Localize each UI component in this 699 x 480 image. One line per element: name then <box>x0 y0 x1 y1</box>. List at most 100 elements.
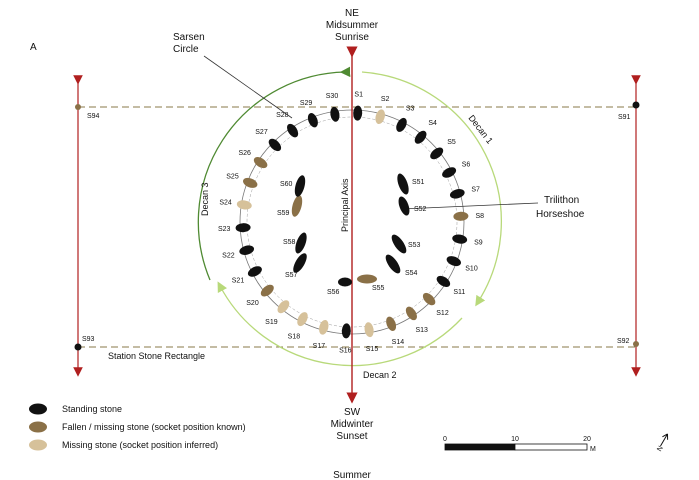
sarsen-stone-s22 <box>239 245 255 255</box>
sarsen-stone-label-s23: S23 <box>218 226 231 233</box>
station-stone-94 <box>75 104 81 110</box>
sarsen-labels: S1S2S3S4S5S6S7S8S9S10S11S12S13S14S15S16S… <box>218 92 484 355</box>
legend-swatch-fallen <box>29 421 47 433</box>
trilithon-stone-s59 <box>291 195 303 217</box>
sarsen-stone-label-s22: S22 <box>222 253 235 260</box>
sarsen-stone-s13 <box>405 306 417 321</box>
sarsen-stone-label-s13: S13 <box>415 327 428 334</box>
trilithon-label-s54: S54 <box>405 270 418 277</box>
sarsen-stone-s30 <box>330 106 340 122</box>
sarsen-stone-s28 <box>287 123 299 138</box>
sarsen-label-1: Sarsen <box>173 32 205 43</box>
trilithon-label-s56: S56 <box>327 289 340 296</box>
sarsen-stone-label-s24: S24 <box>219 200 232 207</box>
sarsen-stone-s17 <box>319 319 329 335</box>
legend-label-inferred: Missing stone (socket position inferred) <box>62 440 218 450</box>
sarsen-stone-label-s15: S15 <box>366 346 379 353</box>
sarsen-stone-s6 <box>442 167 457 178</box>
north-label-1: NE <box>345 8 359 19</box>
sarsen-stone-s7 <box>449 189 465 199</box>
station-stone-92 <box>633 341 639 347</box>
sarsen-stone-label-s2: S2 <box>381 96 390 103</box>
sarsen-stone-label-s25: S25 <box>226 174 239 181</box>
sarsen-stone-s4 <box>414 130 427 144</box>
trilithon-stone-s56 <box>338 277 352 287</box>
sarsen-stone-s11 <box>436 275 451 287</box>
trilithon-label-s58: S58 <box>283 239 296 246</box>
sarsen-stone-s27 <box>268 138 282 152</box>
sarsen-stone-s10 <box>446 256 461 267</box>
sarsen-stone-label-s29: S29 <box>300 100 313 107</box>
legend-label-standing: Standing stone <box>62 404 122 414</box>
sarsen-stone-label-s8: S8 <box>476 213 485 220</box>
station-label-92: S92 <box>617 338 630 345</box>
station-label-94: S94 <box>87 113 100 120</box>
trilithon-label-s55: S55 <box>372 285 385 292</box>
decan-2-arc <box>217 281 463 367</box>
sarsen-stone-s25 <box>243 177 258 188</box>
sarsen-stone-s19 <box>277 300 290 314</box>
sarsen-stone-s5 <box>430 147 444 160</box>
sarsen-stone-s26 <box>253 157 268 169</box>
sarsen-stone-label-s21: S21 <box>232 278 245 285</box>
sarsen-stone-s2 <box>375 109 385 125</box>
bottom-cut-text: Summer <box>333 470 371 480</box>
trilithon-label-1: Trilithon <box>544 195 579 206</box>
legend-swatch-standing <box>29 403 47 415</box>
station-label-93: S93 <box>82 336 95 343</box>
south-label-1: SW <box>344 407 361 418</box>
trilithon-stone-s57 <box>293 253 307 273</box>
trilithon-stone-s55 <box>357 274 377 284</box>
scale-unit: M <box>590 446 596 453</box>
trilithon-stone-s52 <box>398 196 410 216</box>
sarsen-stone-label-s4: S4 <box>428 120 437 127</box>
north-label-3: Sunrise <box>335 32 369 43</box>
sarsen-stone-label-s30: S30 <box>326 93 339 100</box>
sarsen-stone-label-s20: S20 <box>246 300 259 307</box>
decan-2-label: Decan 2 <box>363 370 397 380</box>
sarsen-stone-s15 <box>364 322 374 338</box>
decan-3-label: Decan 3 <box>200 182 210 216</box>
sarsen-leader <box>203 55 293 119</box>
trilithon-leader <box>401 202 539 210</box>
trilithon-stone-s58 <box>295 232 307 254</box>
decan-1-arc <box>361 71 502 307</box>
sarsen-stone-s18 <box>297 312 308 327</box>
south-label-3: Sunset <box>336 431 367 442</box>
sarsen-stone-label-s7: S7 <box>471 186 480 193</box>
sarsen-label-2: Circle <box>173 44 199 55</box>
sarsen-stone-s1 <box>353 105 363 121</box>
trilithon-stone-s51 <box>397 173 409 195</box>
sarsen-stone-label-s28: S28 <box>276 112 289 119</box>
sarsen-stone-label-s12: S12 <box>436 310 449 317</box>
sarsen-stone-label-s11: S11 <box>453 289 465 296</box>
trilithon-stone-s53 <box>391 234 407 254</box>
trilithon-label-s53: S53 <box>408 242 421 249</box>
sarsen-stone-s20 <box>260 284 274 297</box>
decan-3-arc <box>197 66 351 281</box>
trilithon-label-2: Horseshoe <box>536 209 585 220</box>
sarsen-stones <box>235 105 469 339</box>
principal-axis-label: Principal Axis <box>340 178 350 232</box>
trilithon-stone-s54 <box>385 254 401 274</box>
sarsen-stone-s24 <box>236 200 252 210</box>
scale-tick-20: 20 <box>583 436 591 443</box>
station-rectangle-label: Station Stone Rectangle <box>108 351 205 361</box>
scale-segment-2 <box>514 443 588 451</box>
scale-bar: 0 10 20 M <box>443 436 596 453</box>
sarsen-stone-label-s3: S3 <box>406 106 415 113</box>
north-arrow: N <box>656 433 669 453</box>
sarsen-stone-s12 <box>422 292 436 306</box>
trilithon-label-s57: S57 <box>285 272 298 279</box>
sarsen-stone-s3 <box>396 117 407 132</box>
north-label-2: Midsummer <box>326 20 379 31</box>
trilithon-label-s59: S59 <box>277 210 290 217</box>
station-stone-91 <box>632 101 640 109</box>
sarsen-stone-label-s6: S6 <box>462 161 471 168</box>
sarsen-stone-s23 <box>235 223 251 233</box>
sarsen-stone-s29 <box>307 113 318 128</box>
sarsen-stone-label-s26: S26 <box>238 150 251 157</box>
panel-label: A <box>30 42 37 53</box>
